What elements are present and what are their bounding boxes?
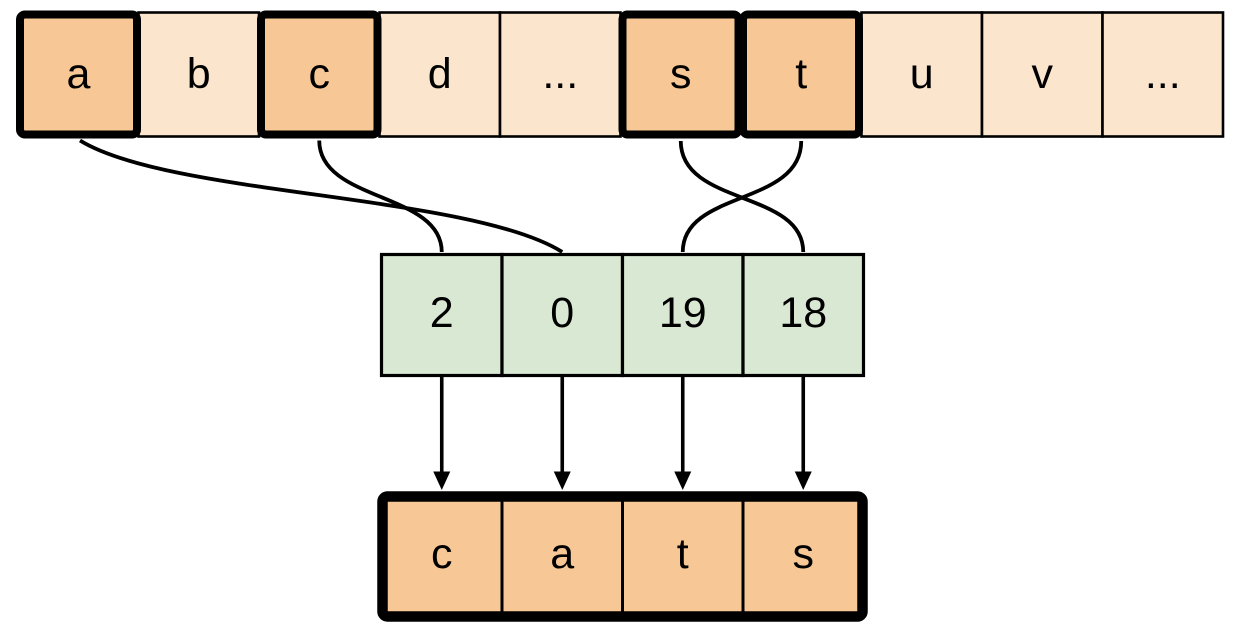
alphabet-label-a: a [67, 50, 91, 98]
alphabet-label-ellipsis-2: ... [1145, 50, 1181, 98]
alphabet-cell-ellipsis-2 [1101, 11, 1225, 138]
alphabet-cell-s-highlighted [618, 10, 743, 139]
connector-a-to-0 [79, 138, 564, 254]
connector-t-to-19 [680, 140, 804, 253]
alphabet-cell-v [980, 11, 1104, 138]
index-row: 2 0 19 18 [379, 252, 866, 378]
alphabet-cell-b [137, 11, 261, 138]
alphabet-cell-a-highlighted [16, 10, 141, 139]
index-label-2: 2 [430, 289, 454, 337]
alphabet-label-t: t [795, 50, 807, 98]
word-row: c a t s [377, 491, 868, 622]
alphabet-label-u: u [910, 50, 934, 98]
alphabet-label-b: b [187, 50, 211, 98]
alphabet-label-c: c [309, 50, 331, 98]
index-to-word-arrows [433, 377, 812, 490]
arrowhead-19-to-t [674, 471, 692, 490]
word-row-frame [377, 491, 868, 622]
alphabet-row: a b c d ... s t u v ... [16, 10, 1225, 139]
alphabet-cell-t-highlighted [739, 10, 863, 139]
index-label-18: 18 [779, 289, 827, 337]
index-cell-19 [620, 252, 745, 378]
alphabet-label-s: s [670, 50, 692, 98]
word-label-s: s [793, 530, 815, 578]
alphabet-cell-c-highlighted [257, 10, 382, 139]
index-cell-2 [379, 252, 504, 378]
word-cell-c [380, 497, 504, 616]
index-cell-18 [741, 252, 866, 378]
index-label-19: 19 [659, 289, 707, 337]
letter-to-index-connectors [79, 138, 806, 254]
alphabet-label-ellipsis-1: ... [542, 50, 578, 98]
word-label-a: a [550, 530, 574, 578]
alphabet-label-v: v [1032, 50, 1054, 98]
index-cell-0 [500, 252, 625, 378]
connector-c-to-2 [317, 140, 444, 253]
alphabet-cell-d [378, 11, 502, 138]
word-label-t: t [677, 530, 689, 578]
index-label-0: 0 [550, 289, 574, 337]
arrowhead-2-to-c [433, 471, 451, 490]
alphabet-cell-ellipsis-1 [498, 11, 622, 138]
arrowhead-18-to-s [794, 471, 812, 490]
word-label-c: c [431, 530, 453, 578]
alphabet-label-d: d [428, 50, 452, 98]
arrowhead-0-to-a [553, 471, 571, 490]
